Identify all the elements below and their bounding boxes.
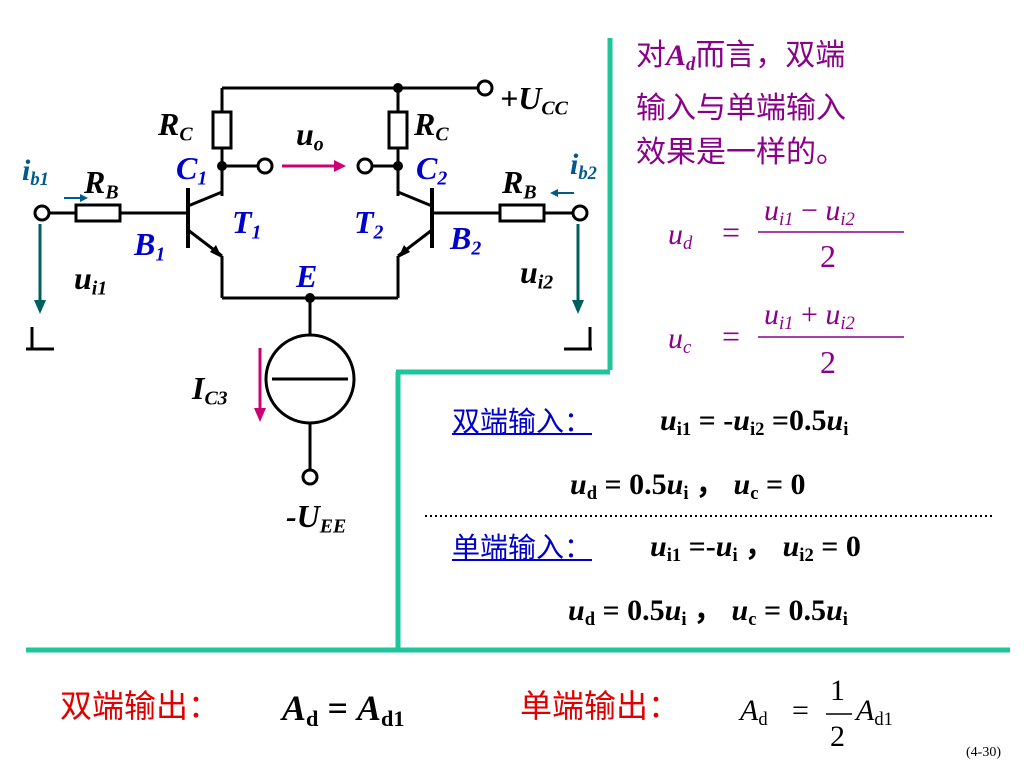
- ucc-label: +UCC: [500, 80, 568, 120]
- terminals: [33, 79, 589, 486]
- double-input-label: 双端输入：: [452, 405, 593, 438]
- double-input-eq2: ud = 0.5ui ， uc = 0: [570, 468, 806, 505]
- t1-emitter-arrow: [210, 245, 222, 258]
- circuit-wires: [26, 86, 592, 470]
- t2-emitter-arrow: [398, 245, 410, 258]
- c2-label: C2: [416, 150, 448, 190]
- rc-left-label: RC: [158, 106, 193, 146]
- ib1-label: ib1: [22, 154, 49, 191]
- double-output-formula: Ad = Ad1: [282, 688, 405, 732]
- t1-label: T1: [232, 204, 262, 244]
- ib2-label: ib2: [570, 148, 597, 185]
- ud-formula-denominator: 2: [820, 238, 836, 274]
- e-label: E: [296, 258, 318, 294]
- c1-label: C1: [176, 150, 208, 190]
- single-output-lhs: Ad: [740, 694, 768, 731]
- ic3-label: IC3: [192, 370, 228, 410]
- uee-label: -UEE: [286, 498, 347, 538]
- single-output-numerator: 1: [830, 674, 845, 707]
- uo-label: uo: [296, 116, 324, 156]
- t2-label: T2: [354, 204, 384, 244]
- uc-formula-numerator: ui1 + ui2: [764, 298, 855, 335]
- note-text: 对Ad而言，双端 输入与单端输入 效果是一样的。: [636, 38, 846, 171]
- rb-left-label: RB: [84, 164, 119, 204]
- ui1-label: ui1: [74, 260, 108, 300]
- double-output-label: 双端输出：: [60, 687, 221, 725]
- ud-formula-lhs: ud: [668, 218, 693, 255]
- ud-formula-eq: =: [722, 214, 741, 250]
- uc-formula-denominator: 2: [820, 344, 836, 380]
- rb-right-label: RB: [502, 164, 537, 204]
- single-input-eq2: ud = 0.5ui ， uc = 0.5ui: [568, 594, 848, 631]
- input-arrows: [38, 224, 580, 302]
- single-output-denominator: 2: [830, 720, 845, 753]
- rc-right-label: RC: [414, 106, 449, 146]
- junction-dots: [217, 83, 403, 303]
- b2-label: B2: [450, 220, 482, 260]
- single-output-rhs: Ad1: [856, 694, 893, 731]
- ui2-label: ui2: [520, 254, 554, 294]
- single-input-eq1: ui1 =-ui ， ui2 = 0: [650, 530, 861, 567]
- b1-label: B1: [134, 226, 166, 266]
- uc-formula-lhs: uc: [668, 322, 692, 359]
- single-output-label: 单端输出：: [520, 687, 681, 725]
- double-input-eq1: ui1 = -ui2 =0.5ui: [660, 404, 849, 441]
- page-number: (4-30): [966, 745, 1001, 760]
- frame-lines: [26, 38, 1010, 653]
- single-input-label: 单端输入：: [452, 531, 593, 564]
- single-output-eq: =: [792, 694, 809, 727]
- ud-formula-numerator: ui1 − ui2: [764, 194, 855, 231]
- uc-formula-eq: =: [722, 318, 741, 354]
